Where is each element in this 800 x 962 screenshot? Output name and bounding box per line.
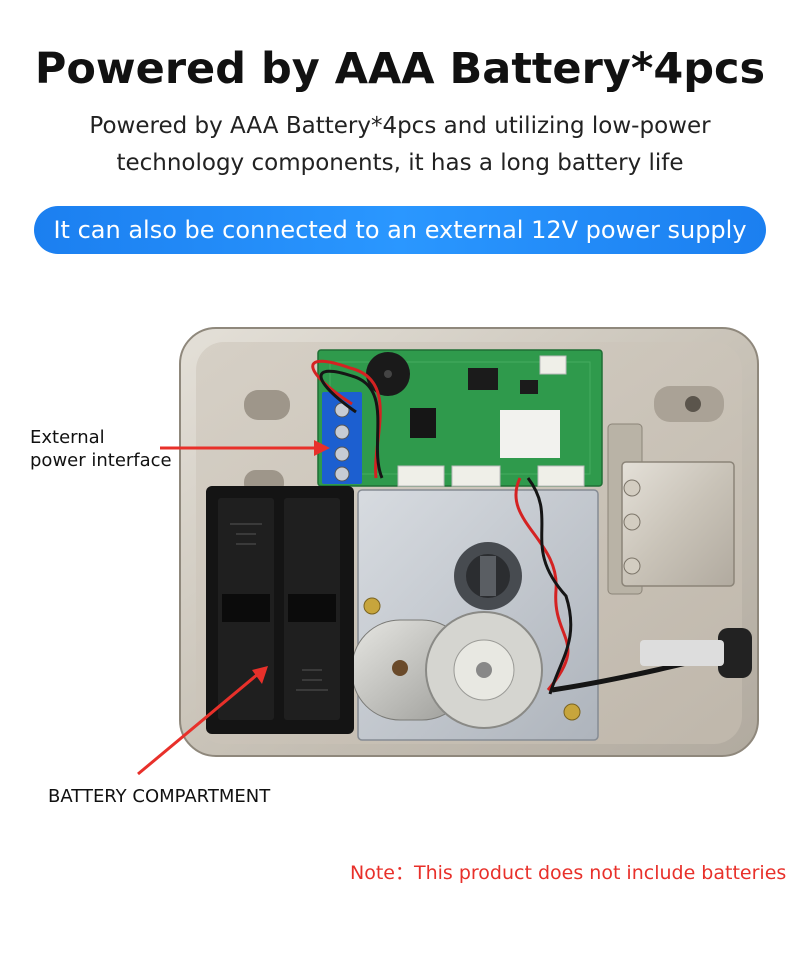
subtitle: Powered by AAA Battery*4pcs and utilizin… [60, 108, 740, 182]
subtitle-line-2: technology components, it has a long bat… [116, 150, 684, 176]
connector [539, 355, 567, 375]
batteries-note: Note：This product does not include batte… [350, 862, 787, 884]
battery-arrow [137, 666, 268, 776]
subtitle-line-1: Powered by AAA Battery*4pcs and utilizin… [89, 113, 711, 139]
external-arrow [160, 440, 330, 456]
motor-wire-red [514, 477, 570, 691]
screw-hole [685, 396, 701, 412]
connector [397, 465, 445, 487]
connector [451, 465, 501, 487]
connector [537, 465, 585, 487]
power-supply-banner: It can also be connected to an external … [34, 206, 766, 254]
mount-slot [244, 390, 290, 420]
motor-wire-black [526, 477, 573, 695]
external-label-line-2: power interface [30, 450, 172, 471]
cable-grommet [718, 628, 752, 678]
battery-label: BATTERY COMPARTMENT [48, 786, 271, 807]
chip [520, 380, 538, 394]
chip [468, 368, 498, 390]
power-wire-black [319, 369, 384, 479]
page-title: Powered by AAA Battery*4pcs [34, 44, 766, 94]
lock-photo [137, 327, 759, 776]
chip [410, 408, 436, 438]
brass-screw [563, 703, 581, 721]
brass-screw [363, 597, 381, 615]
label-sticker [500, 410, 560, 458]
external-label-line-1: External [30, 427, 105, 448]
lock-bolt [621, 461, 735, 587]
external-label: External power interface [30, 426, 172, 472]
